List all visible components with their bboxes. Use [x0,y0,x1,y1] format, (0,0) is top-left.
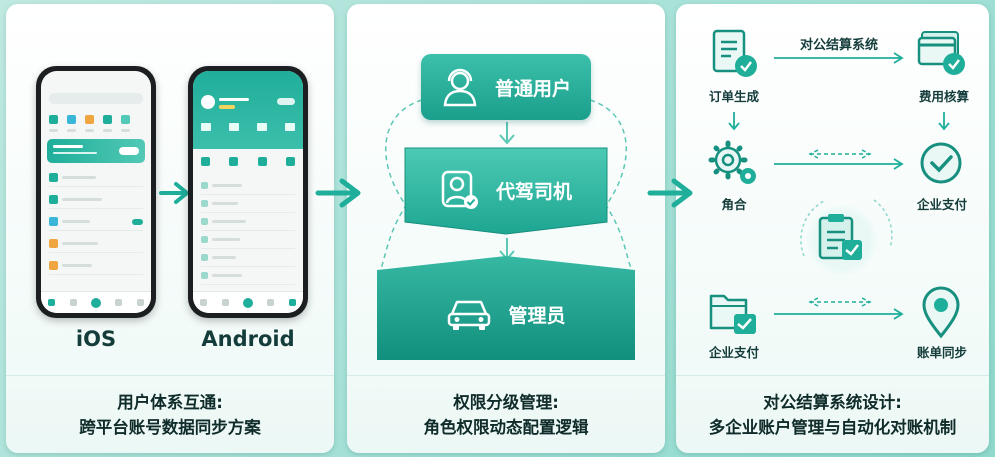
role-mid-shape [404,147,608,235]
panel3-caption: 对公结算系统设计: 多企业账户管理与自动化对账机制 [676,375,989,453]
car-icon [448,300,491,330]
arrow-right-icon [159,182,189,204]
android-screen [193,71,303,313]
menu-row [201,231,295,249]
ios-phone-mockup [36,66,156,318]
node-sync-label: 账单同步 [916,345,967,360]
role-admin: 管理员 [373,272,639,356]
role-bottom-label: 管理员 [508,304,566,327]
list-row [49,235,143,253]
promo-banner [47,139,145,163]
arrow-right-icon [647,178,693,208]
node-cost-label: 费用核算 [918,89,969,104]
document-check-icon [712,29,757,77]
role-normal-user: 普通用户 [421,54,591,120]
panel-cross-platform: iOS Android 用户体系互通: 跨平台账号数据同步方案 [6,4,334,453]
role-bottom-shape [377,256,635,360]
menu-row [201,213,295,231]
shortcut-grid [201,157,295,166]
node-order-label: 订单生成 [708,89,759,104]
menu-row [201,267,295,285]
role-top-label: 普通用户 [494,77,571,100]
panel1-caption-line1: 用户体系互通: [117,393,223,412]
gear-icon [708,140,756,184]
list-row [49,257,143,275]
role-driver: 代驾司机 [401,152,611,228]
node-pay1-label: 企业支付 [916,197,967,212]
node-pay2-label: 企业支付 [708,345,759,360]
clipboard-check-icon [818,214,862,260]
panel1-caption-line2: 跨平台账号数据同步方案 [79,418,261,437]
dashed-connectors [378,99,634,275]
tab-bar [41,291,151,313]
panel-permissions: 普通用户 代驾司机 管理员 权限分级管理: 角色权限动态配置逻辑 [347,4,665,453]
location-pin-icon [922,286,960,339]
panel2-caption-line1: 权限分级管理: [453,393,559,412]
list-row [49,169,143,187]
edge-label-settlement: 对公结算系统 [799,38,878,53]
android-phone-mockup [188,66,308,318]
icon-grid [49,115,130,124]
panel2-caption: 权限分级管理: 角色权限动态配置逻辑 [347,375,665,453]
panel-settlement: 对公结算系统 订单生成 费用核算 角合 企业支付 [676,4,989,453]
driver-badge-icon [441,170,478,209]
node-role-label: 角合 [721,197,747,212]
panel3-caption-line2: 多企业账户管理与自动化对账机制 [708,418,957,437]
folder-check-icon [709,294,756,334]
list-row [49,213,143,231]
menu-row [201,195,295,213]
check-circle-icon [920,142,962,184]
panel3-caption-line1: 对公结算系统设计: [763,393,902,412]
ios-label: iOS [75,327,117,351]
card-check-icon [917,31,965,75]
android-label: Android [201,327,295,351]
arrow-right-icon [315,178,361,208]
profile-header [193,71,303,149]
tab-bar [193,291,303,313]
search-bar [49,93,143,104]
avatar [201,95,215,109]
ios-screen [41,71,151,313]
menu-row [201,249,295,267]
user-headset-icon [443,68,477,107]
panel1-caption: 用户体系互通: 跨平台账号数据同步方案 [6,375,334,453]
panel2-caption-line2: 角色权限动态配置逻辑 [423,418,589,437]
role-mid-label: 代驾司机 [495,180,572,203]
menu-row [201,177,295,195]
list-row [49,191,143,209]
flow-connectors [728,52,950,320]
